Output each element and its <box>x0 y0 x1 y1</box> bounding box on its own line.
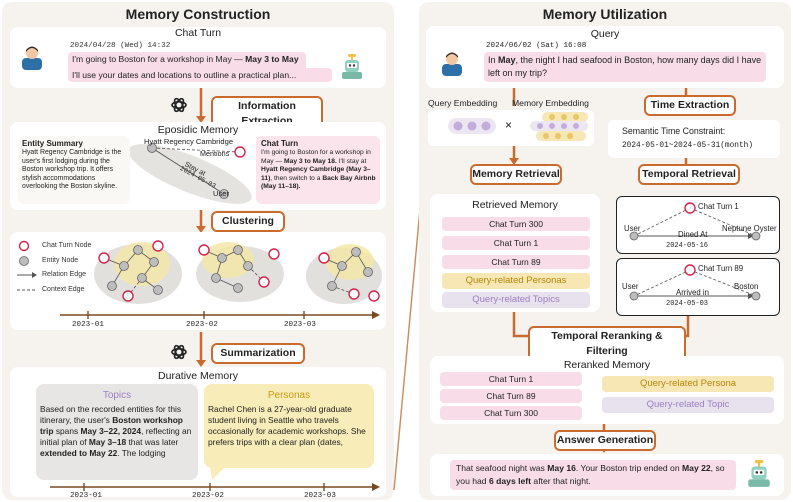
temporal-retrieval-stage: Temporal Retrieval <box>638 164 740 185</box>
legend-entity-node: Entity Node <box>42 257 79 264</box>
user-node-label: User <box>213 189 230 198</box>
flow-arrow-3 <box>196 332 206 367</box>
semantic-time-label: Semantic Time Constraint: <box>622 126 726 136</box>
memory-retrieval-stage: Memory Retrieval <box>470 164 562 185</box>
durative-tick-2: 2023-02 <box>192 492 224 500</box>
retrieved-memory-title: Retrieved Memory <box>472 199 558 211</box>
personas-bubble-tail <box>210 466 226 480</box>
hotel-node-label: Hyatt Regency Cambridge <box>144 137 234 146</box>
clustering-stage: Clustering <box>211 211 285 232</box>
temporal-graph-1-box <box>616 196 780 254</box>
durative-memory-title: Durative Memory <box>158 370 238 382</box>
durative-tick-3: 2023-03 <box>304 492 336 500</box>
cluster-tick-1: 2023-01 <box>72 321 104 329</box>
query-user-avatar-icon <box>442 52 462 76</box>
episodic-graph <box>130 143 252 204</box>
time-extraction-stage: Time Extraction <box>644 95 736 116</box>
query-related-persona: Query-related Persona <box>602 376 774 392</box>
cluster-tick-3: 2023-03 <box>284 321 316 329</box>
graph1-target-label: Neptune Oyster <box>722 224 777 233</box>
topics-title: Topics <box>102 390 132 401</box>
flow-arrow-left-down-2 <box>509 146 519 165</box>
graph2-turn-label: Chat Turn 89 <box>698 264 744 273</box>
retrieved-item-3: Chat Turn 89 <box>442 255 590 269</box>
cluster-tick-2: 2023-02 <box>186 321 218 329</box>
assistant-message: I'll use your dates and locations to out… <box>68 68 332 82</box>
personas-text: Rachel Chen is a 27-year-old graduate st… <box>208 404 366 447</box>
chat-turn-node <box>234 146 246 158</box>
durative-timeline <box>50 483 380 491</box>
openai-logo-icon <box>171 97 187 113</box>
legend-chat-turn-node-icon <box>18 240 30 252</box>
temporal-graph-2 <box>629 264 761 301</box>
graph2-user-label: User <box>622 282 639 291</box>
flow-arrow-2 <box>196 210 206 233</box>
episodic-memory-title: Eposidic Memory <box>157 124 239 136</box>
openai-logo-icon-2 <box>171 344 187 360</box>
answer-robot-icon <box>748 460 770 487</box>
temporal-graph-1 <box>629 202 761 241</box>
flow-arrow-left-down-1 <box>512 88 516 106</box>
chat-turn-title: Chat Turn <box>174 27 222 39</box>
memory-utilization-title: Memory Utilization <box>542 6 668 22</box>
chat-turn-detail-text: I'm going to Boston for a workshop in Ma… <box>261 149 376 190</box>
legend-context-edge: Context Edge <box>42 286 85 293</box>
cluster-graph <box>94 240 382 304</box>
memory-embedding-label: Memory Embedding <box>512 98 589 108</box>
flow-arrow-1 <box>196 88 206 123</box>
personas-title: Personas <box>267 390 311 401</box>
memory-embedding-dots <box>530 112 588 141</box>
graph1-edge-label: Dined At <box>678 230 708 239</box>
personas-box <box>204 384 374 468</box>
reranked-item-1: Chat Turn 1 <box>440 372 582 386</box>
summarization-stage: Summarization <box>211 343 305 364</box>
answer-generation-stage: Answer Generation <box>554 430 656 451</box>
chat-turn-detail-title: Chat Turn <box>261 139 299 148</box>
entity-summary-box <box>18 136 130 204</box>
semantic-time-box <box>608 120 780 158</box>
legend-entity-node-icon <box>19 256 29 266</box>
query-embedding-label: Query Embedding <box>428 98 498 108</box>
mentions-edge-label: Mentions <box>200 149 230 158</box>
graph1-turn-label: Chat Turn 1 <box>698 202 739 211</box>
chat-timestamp: 2024/04/28 (Wed) 14:32 <box>70 42 171 50</box>
retrieved-item-2: Chat Turn 1 <box>442 236 590 250</box>
semantic-time-value: 2024-05-01~2024-05-31(month) <box>622 142 754 150</box>
query-title: Query <box>590 28 620 40</box>
user-avatar-icon <box>22 46 42 70</box>
query-embedding-dots <box>448 118 496 134</box>
entity-summary-text: Hyatt Regency Cambridge is the user's fi… <box>22 149 122 191</box>
query-related-personas: Query-related Personas <box>442 273 590 289</box>
graph2-edge-label: Arrived in <box>676 288 709 297</box>
multiply-symbol: × <box>505 118 513 132</box>
reranked-memory-title: Reranked Memory <box>563 359 651 371</box>
chat-turn-detail-box <box>256 136 380 204</box>
answer-text: That seafood night was May 16. Your Bost… <box>450 460 736 490</box>
graph1-user-label: User <box>624 224 641 233</box>
graph1-date: 2024-05-16 <box>666 242 709 250</box>
topics-box <box>36 384 198 480</box>
graph2-date: 2024-05-03 <box>666 300 709 308</box>
query-related-topic: Query-related Topic <box>602 397 774 413</box>
hotel-entity-node <box>147 143 157 153</box>
query-timestamp: 2024/06/02 (Sat) 16:08 <box>486 42 587 50</box>
legend-relation-edge-icon <box>17 272 37 278</box>
temporal-graph-2-box <box>616 258 780 316</box>
assistant-robot-icon <box>342 54 362 79</box>
user-entity-node <box>219 189 229 199</box>
query-text: In May, the night I had seafood in Bosto… <box>484 52 766 82</box>
cluster-timeline <box>60 311 380 319</box>
memory-construction-title: Memory Construction <box>125 6 271 22</box>
legend-chat-turn-node: Chat Turn Node <box>42 242 92 249</box>
entity-summary-title: Entity Summary <box>22 139 83 148</box>
retrieved-item-1: Chat Turn 300 <box>442 217 590 231</box>
query-related-topics: Query-related Topics <box>442 292 590 308</box>
durative-tick-1: 2023-01 <box>70 492 102 500</box>
legend-context-edge-icon <box>17 289 37 291</box>
legend-relation-edge: Relation Edge <box>42 271 86 278</box>
reranked-item-2: Chat Turn 89 <box>440 389 582 403</box>
graph2-target-label: Boston <box>734 282 759 291</box>
reranked-item-3: Chat Turn 300 <box>440 406 582 420</box>
topics-text: Based on the recorded entities for this … <box>40 404 192 458</box>
